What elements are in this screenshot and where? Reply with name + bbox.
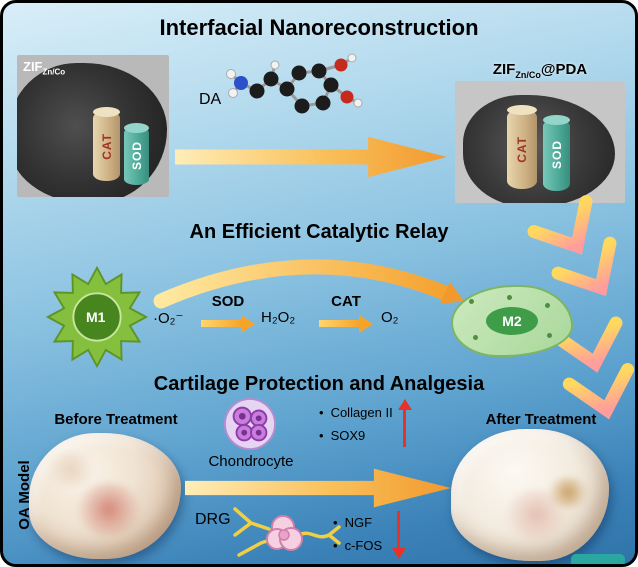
bone-highlight-patch <box>47 453 96 486</box>
joint-photo-after <box>451 429 609 561</box>
cartilage-lesion-patch <box>74 483 143 537</box>
zif-label: ZIFZn/Co <box>23 59 65 77</box>
tem-image-zif: ZIFZn/Co CAT SOD <box>17 55 169 197</box>
marker-sox9: SOX9 <box>330 428 366 443</box>
sod-cylinder: SOD <box>124 123 149 185</box>
before-treatment-label: Before Treatment <box>54 411 178 428</box>
drg-label: DRG <box>195 511 231 528</box>
h2o2-label: H₂O₂ <box>261 309 296 326</box>
chevron-flow-icon-bottom <box>551 316 635 420</box>
section-title-nanoreconstruction: Interfacial Nanoreconstruction <box>159 15 479 40</box>
cat-cylinder-pda: CAT <box>507 105 537 189</box>
m2-granule <box>469 299 474 304</box>
m2-macrophage-icon: M2 <box>451 285 573 357</box>
bullet-icon: • <box>319 428 324 443</box>
m1-label: M1 <box>86 309 106 325</box>
up-arrow-icon <box>397 399 412 447</box>
sod-step-arrow <box>201 320 241 327</box>
chondrocyte-icon <box>223 397 277 451</box>
zif-pda-label-sub: Zn/Co <box>515 70 541 80</box>
corner-badge <box>571 554 625 564</box>
drg-marker-row: • NGF <box>333 515 372 530</box>
m1-macrophage-icon <box>45 265 149 369</box>
sod-cylinder-label: SOD <box>129 141 144 171</box>
sod-cylinder-pda: SOD <box>543 115 570 191</box>
m2-granule <box>473 335 478 340</box>
m2-nucleus: M2 <box>486 307 538 335</box>
bullet-icon: • <box>319 405 324 420</box>
drg-marker-row: • c-FOS <box>333 538 382 553</box>
section-title-catalytic-relay: An Efficient Catalytic Relay <box>189 221 449 243</box>
da-label: DA <box>199 91 222 108</box>
chevron-flow-icon-top <box>527 195 617 297</box>
tem-image-zif-pda: CAT SOD <box>455 81 625 203</box>
bullet-icon: • <box>333 515 338 530</box>
cat-cylinder-label: CAT <box>99 132 114 160</box>
m2-granule <box>547 333 552 338</box>
m2-granule <box>545 303 550 308</box>
o2-label: O₂ <box>381 309 399 326</box>
zif-pda-label-suffix: @PDA <box>540 61 588 78</box>
m2-granule <box>507 295 512 300</box>
cat-step-arrow <box>319 320 359 327</box>
chondrocyte-label: Chondrocyte <box>208 453 294 470</box>
tan-spot-patch <box>548 476 587 509</box>
dopamine-molecule-icon <box>226 53 363 114</box>
zif-pda-label-main: ZIF <box>492 61 516 78</box>
cat-enzyme-label: CAT <box>331 293 361 310</box>
cat-cylinder: CAT <box>93 107 120 181</box>
superoxide-label: ·O₂⁻ <box>153 310 184 327</box>
bullet-icon: • <box>333 538 338 553</box>
relay-curved-arrow <box>153 259 464 309</box>
sod-enzyme-label: SOD <box>211 293 245 310</box>
zif-label-sub: Zn/Co <box>42 67 66 77</box>
down-arrow-icon <box>391 511 406 559</box>
top-transform-arrow <box>175 136 447 178</box>
joint-photo-before <box>29 433 181 559</box>
sod-cylinder-pda-label: SOD <box>549 140 564 170</box>
cat-cylinder-pda-label: CAT <box>515 135 529 163</box>
marker-cfos: c-FOS <box>344 538 383 553</box>
after-treatment-label: After Treatment <box>485 411 597 428</box>
zif-pda-label: ZIFZn/Co@PDA <box>451 61 629 80</box>
chondrocyte-marker-row: • Collagen II <box>319 405 393 420</box>
section-title-cartilage: Cartilage Protection and Analgesia <box>153 373 485 395</box>
drg-neuron-icon <box>233 507 341 557</box>
nanoparticle-pda-blob <box>463 95 615 203</box>
m2-label: M2 <box>502 313 522 329</box>
marker-ngf: NGF <box>344 515 373 530</box>
zif-label-main: ZIF <box>23 59 43 74</box>
marker-collagen: Collagen II <box>330 405 393 420</box>
chondrocyte-marker-row: • SOX9 <box>319 428 365 443</box>
